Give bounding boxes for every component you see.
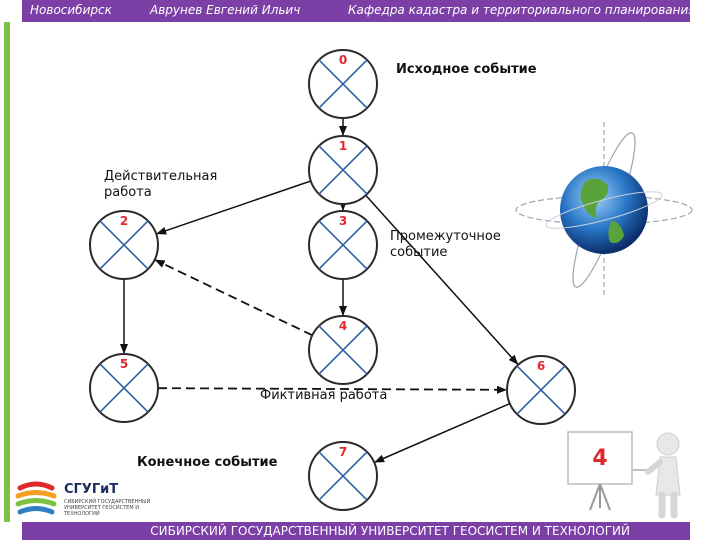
- edge-6-7: [374, 402, 511, 463]
- left-accent-bar: [4, 22, 10, 522]
- event-node-2: 2: [89, 210, 159, 280]
- label-intermediate-line2: событие: [390, 245, 447, 260]
- logo-mark-icon: [15, 481, 57, 515]
- label-final-event: Конечное событие: [137, 455, 278, 470]
- header-city: Новосибирск: [30, 3, 112, 17]
- event-number-3: 3: [339, 214, 347, 228]
- header-department: Кафедра кадастра и территориального план…: [348, 3, 696, 17]
- event-number-0: 0: [339, 53, 347, 67]
- logo-title: СГУГиТ: [64, 482, 119, 497]
- label-dummy-work: Фиктивная работа: [260, 388, 387, 403]
- event-number-6: 6: [537, 359, 545, 373]
- event-number-7: 7: [339, 445, 347, 459]
- university-logo: СГУГиТ СИБИРСКИЙ ГОСУДАРСТВЕННЫЙ УНИВЕРС…: [14, 478, 164, 520]
- label-source-event: Исходное событие: [396, 62, 537, 77]
- event-node-5: 5: [89, 353, 159, 423]
- globe-illustration: [515, 122, 693, 296]
- edge-1-6: [365, 194, 519, 365]
- event-number-4: 4: [339, 319, 347, 333]
- event-node-1: 1: [308, 135, 378, 205]
- event-number-2: 2: [120, 214, 128, 228]
- event-node-3: 3: [308, 210, 378, 280]
- label-real-work-line1: Действительная: [104, 169, 217, 184]
- edge-1-2: [156, 180, 312, 235]
- edge-5-6: [157, 385, 508, 394]
- slide-number: 4: [592, 446, 607, 471]
- logo-subtitle: СИБИРСКИЙ ГОСУДАРСТВЕННЫЙ УНИВЕРСИТЕТ ГЕ…: [64, 499, 151, 517]
- footer-text: СИБИРСКИЙ ГОСУДАРСТВЕННЫЙ УНИВЕРСИТЕТ ГЕ…: [150, 524, 630, 538]
- event-number-5: 5: [120, 357, 128, 371]
- label-intermediate-line1: Промежуточное: [390, 229, 501, 244]
- header-author: Аврунев Евгений Ильич: [150, 3, 301, 17]
- footer-bar: СИБИРСКИЙ ГОСУДАРСТВЕННЫЙ УНИВЕРСИТЕТ ГЕ…: [22, 522, 690, 540]
- event-number-1: 1: [339, 139, 347, 153]
- event-node-7: 7: [308, 441, 378, 511]
- edge-4-2: [154, 259, 313, 337]
- event-node-4: 4: [308, 315, 378, 385]
- header-bar: Новосибирск Аврунев Евгений Ильич Кафедр…: [22, 0, 696, 22]
- edges-layer: [120, 118, 519, 463]
- presenter-figure: [567, 431, 681, 519]
- label-real-work-line2: работа: [104, 185, 152, 200]
- event-node-0: 0: [308, 49, 378, 119]
- nodes-layer: 0 1 2 3 4 5 6 7: [89, 49, 576, 511]
- event-node-6: 6: [506, 355, 576, 425]
